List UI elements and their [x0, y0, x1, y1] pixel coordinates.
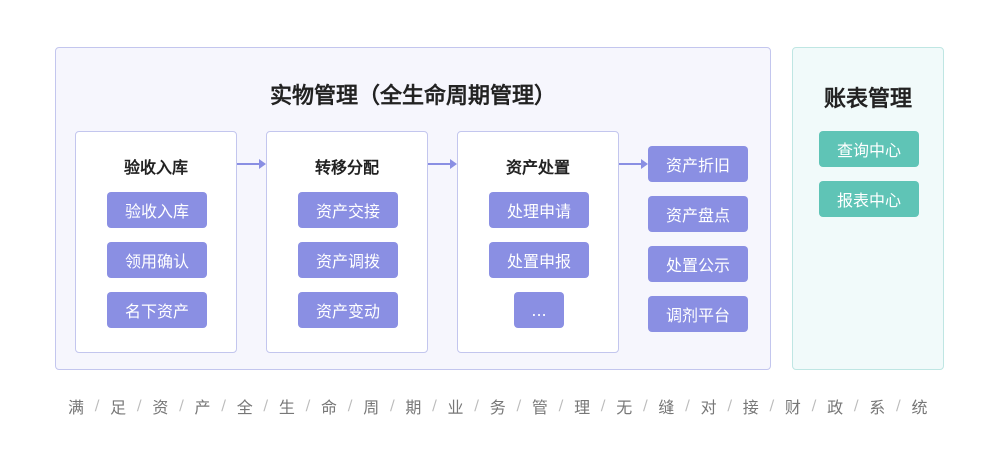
assigned-assets-button[interactable]: 名下资产 [107, 292, 207, 328]
slogan-separator: / [600, 398, 606, 414]
slogan-char: 满 [68, 398, 85, 417]
slogan-char: 缝 [658, 398, 675, 417]
slogan-char: 周 [363, 398, 380, 417]
slogan-separator: / [474, 398, 479, 414]
slogan-separator: / [94, 398, 100, 414]
slogan-separator: / [263, 398, 269, 414]
asset-handover-button[interactable]: 资产交接 [298, 192, 398, 228]
slogan-char: 统 [911, 398, 928, 417]
slogan-char: 足 [110, 398, 127, 417]
slogan-char: 管 [531, 398, 548, 417]
slogan-char: 对 [700, 398, 717, 417]
ledger-management-title: 账表管理 [823, 87, 912, 112]
slogan-separator: / [389, 398, 395, 414]
report-center-button[interactable]: 报表中心 [819, 181, 919, 217]
disposal-application-button[interactable]: 处理申请 [489, 192, 589, 228]
slogan-separator: / [221, 398, 226, 414]
receipt-confirmation-button[interactable]: 领用确认 [107, 242, 207, 278]
slogan-char: 资 [152, 398, 169, 417]
slogan-separator: / [347, 398, 353, 414]
slogan-char: 系 [869, 398, 886, 417]
slogan-char: 无 [616, 398, 633, 417]
slogan-char: 接 [742, 398, 759, 417]
physical-management-panel: 实物管理（全生命周期管理） 验收入库 验收入库 领用确认 名下资产 转移分配 资… [55, 47, 771, 370]
slogan-separator: / [896, 398, 901, 414]
footer-slogan: 满 / 足 / 资 / 产 / 全 / 生 / 命 / 周 / 期 / 业 / 务 / 管 / 理 / 无 / 缝 / 对 / 接 / 财 / 政 / 系 /… [68, 395, 928, 417]
disposal-declaration-button[interactable]: 处置申报 [489, 242, 589, 278]
slogan-separator: / [305, 398, 311, 414]
slogan-separator: / [432, 398, 437, 414]
slogan-char: 命 [321, 398, 338, 417]
asset-change-button[interactable]: 资产变动 [298, 292, 398, 328]
slogan-separator: / [685, 398, 690, 414]
slogan-char: 生 [278, 398, 295, 417]
slogan-separator: / [516, 398, 522, 414]
disposal-publicity-button[interactable]: 处置公示 [648, 246, 748, 282]
slogan-separator: / [727, 398, 733, 414]
asset-inventory-button[interactable]: 资产盘点 [648, 196, 748, 232]
stage-title: 资产处置 [505, 158, 570, 177]
allocation-platform-button[interactable]: 调剂平台 [648, 296, 748, 332]
stage-title: 验收入库 [123, 158, 188, 177]
slogan-char: 务 [489, 398, 506, 417]
slogan-separator: / [136, 398, 142, 414]
slogan-char: 理 [574, 398, 591, 417]
stage-acceptance: 验收入库 验收入库 领用确认 名下资产 [75, 131, 237, 353]
slogan-char: 业 [447, 398, 464, 417]
slogan-char: 期 [405, 398, 422, 417]
slogan-separator: / [558, 398, 564, 414]
physical-management-title: 实物管理（全生命周期管理） [269, 84, 556, 109]
arrow-right-icon [237, 159, 266, 169]
stage-title: 转移分配 [314, 158, 379, 177]
more-button[interactable]: ... [514, 292, 564, 328]
asset-depreciation-button[interactable]: 资产折旧 [648, 146, 748, 182]
slogan-char: 产 [194, 398, 211, 417]
stage-transfer: 转移分配 资产交接 资产调拨 资产变动 [266, 131, 428, 353]
arrow-right-icon [619, 159, 648, 169]
slogan-separator: / [769, 398, 775, 414]
ledger-management-panel: 账表管理 查询中心 报表中心 [792, 47, 944, 370]
acceptance-storage-button[interactable]: 验收入库 [107, 192, 207, 228]
query-center-button[interactable]: 查询中心 [819, 131, 919, 167]
arrow-right-icon [428, 159, 457, 169]
slogan-separator: / [853, 398, 859, 414]
stage-disposal: 资产处置 处理申请 处置申报 ... [457, 131, 619, 353]
slogan-separator: / [179, 398, 184, 414]
slogan-separator: / [642, 398, 648, 414]
slogan-char: 财 [784, 398, 801, 417]
slogan-char: 全 [236, 398, 253, 417]
asset-allocation-button[interactable]: 资产调拨 [298, 242, 398, 278]
slogan-char: 政 [827, 398, 844, 417]
slogan-separator: / [811, 398, 817, 414]
